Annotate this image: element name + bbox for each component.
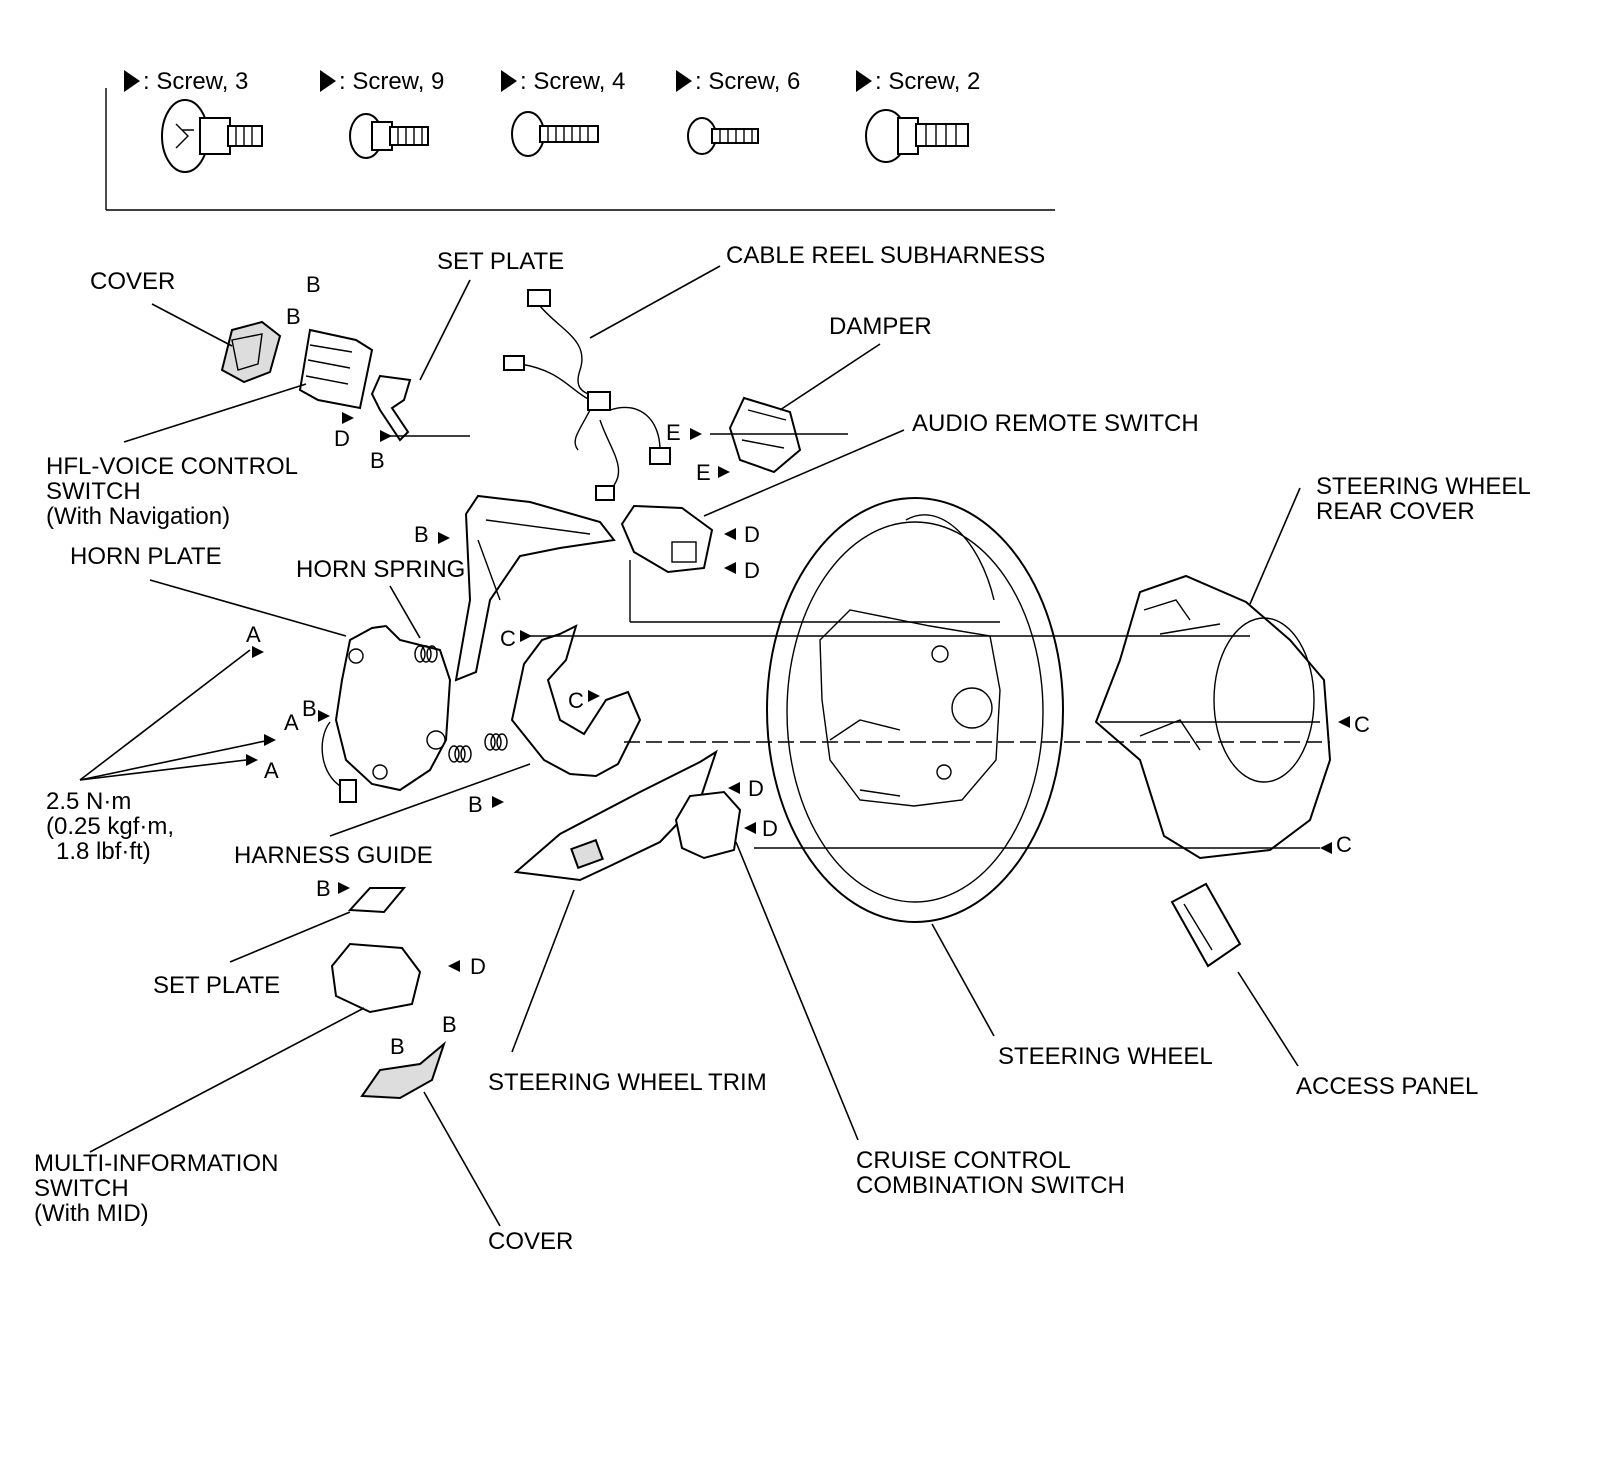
- callout-b: B: [286, 304, 301, 329]
- cover-bottom-part: [360, 1040, 447, 1100]
- label-multi-information-switch: MULTI-INFORMATION: [34, 1150, 278, 1177]
- callout-c: C: [1354, 712, 1370, 737]
- label-steering-wheel-rear-cover: STEERING WHEEL: [1316, 473, 1531, 500]
- label-multi-information-switch: SWITCH: [34, 1175, 129, 1202]
- label-cruise-control-combination-switch: CRUISE CONTROL: [856, 1147, 1071, 1174]
- screw-type-2-marker: [320, 70, 336, 92]
- hfl-voice-control-switch-part: [298, 328, 374, 410]
- callout-c: C: [568, 688, 584, 713]
- label-cable-reel-subharness: CABLE REEL SUBHARNESS: [726, 242, 1045, 269]
- label-audio-remote-switch: AUDIO REMOTE SWITCH: [912, 410, 1199, 437]
- callout-a: A: [284, 710, 299, 735]
- steering-wheel-trim-part: [513, 749, 718, 882]
- label-hfl-voice-control-switch: SWITCH: [46, 478, 141, 505]
- callout-d: D: [744, 522, 760, 547]
- screw-1-drawing: [161, 99, 263, 173]
- horn-spring-part: [414, 645, 508, 763]
- label-horn-spring: HORN SPRING: [296, 556, 465, 583]
- screw-legend: : Screw, 3 : Screw, 9 : Screw, 4 : Screw…: [105, 68, 1055, 211]
- label-torque-spec: (0.25 kgf·m,: [46, 813, 174, 840]
- callout-d: D: [470, 954, 486, 979]
- callout-e: E: [666, 420, 681, 445]
- leader-lines: [79, 265, 1330, 1227]
- label-set-plate-bottom: SET PLATE: [153, 972, 280, 999]
- label-harness-guide: HARNESS GUIDE: [234, 842, 433, 869]
- label-hfl-voice-control-switch: (With Navigation): [46, 503, 230, 530]
- screw-type-5-marker: [856, 70, 872, 92]
- label-hfl-voice-control-switch: HFL-VOICE CONTROL: [46, 453, 298, 480]
- callout-b: B: [442, 1012, 457, 1037]
- screw-type-4-marker: [676, 70, 692, 92]
- screw-type-3-marker: [501, 70, 517, 92]
- label-steering-wheel: STEERING WHEEL: [998, 1043, 1213, 1070]
- steering-wheel-rear-cover-part: [1094, 574, 1332, 860]
- callout-b: B: [302, 696, 317, 721]
- callout-a: A: [246, 622, 261, 647]
- label-access-panel: ACCESS PANEL: [1296, 1073, 1478, 1100]
- screw-legend-2: : Screw, 9: [339, 68, 444, 95]
- callout-d: D: [748, 776, 764, 801]
- callout-d: D: [744, 558, 760, 583]
- label-cruise-control-combination-switch: COMBINATION SWITCH: [856, 1172, 1125, 1199]
- cover-top-part: [220, 320, 282, 384]
- upper-trim-bracket-part: [454, 494, 616, 682]
- label-torque-spec: 2.5 N·m: [46, 788, 131, 815]
- callout-b: B: [370, 448, 385, 473]
- callout-a: A: [264, 758, 279, 783]
- label-multi-information-switch: (With MID): [34, 1200, 149, 1227]
- callout-c: C: [1336, 832, 1352, 857]
- screw-legend-5: : Screw, 2: [875, 68, 980, 95]
- callout-b: B: [390, 1034, 405, 1059]
- callout-b: B: [468, 792, 483, 817]
- horn-plate-part: [321, 624, 452, 803]
- screw-legend-3: : Screw, 4: [520, 68, 625, 95]
- access-panel-part: [1170, 882, 1242, 968]
- label-cover-top: COVER: [90, 268, 175, 295]
- screw-4-drawing: [687, 117, 759, 155]
- screw-legend-4: : Screw, 6: [695, 68, 800, 95]
- callout-c: C: [500, 626, 516, 651]
- label-steering-wheel-trim: STEERING WHEEL TRIM: [488, 1069, 767, 1096]
- label-horn-plate: HORN PLATE: [70, 543, 222, 570]
- callout-b: B: [414, 522, 429, 547]
- callout-d: D: [334, 426, 350, 451]
- label-cover-bottom: COVER: [488, 1228, 573, 1255]
- steering-wheel-part: [766, 497, 1064, 923]
- multi-information-switch-part: [330, 942, 422, 1014]
- screw-2-drawing: [349, 113, 429, 159]
- callout-b: B: [316, 876, 331, 901]
- label-damper: DAMPER: [829, 313, 932, 340]
- cable-reel-subharness-part: [503, 289, 671, 501]
- label-steering-wheel-rear-cover: REAR COVER: [1316, 498, 1475, 525]
- cruise-control-switch-part: [674, 790, 742, 860]
- part-labels: COVER SET PLATE CABLE REEL SUBHARNESS DA…: [34, 242, 1531, 1255]
- callout-markers: B B D B E E B D D A C C B A A C B D D C …: [246, 272, 1370, 1059]
- set-plate-bottom-part: [347, 887, 407, 914]
- callout-d: D: [762, 816, 778, 841]
- set-plate-top-part: [370, 374, 412, 442]
- label-torque-spec: 1.8 lbf·ft): [56, 838, 151, 865]
- callout-b: B: [306, 272, 321, 297]
- screw-3-drawing: [511, 111, 599, 157]
- callout-e: E: [696, 460, 711, 485]
- label-set-plate-top: SET PLATE: [437, 248, 564, 275]
- damper-part: [728, 396, 802, 474]
- audio-remote-switch-part: [620, 504, 714, 574]
- screw-5-drawing: [865, 109, 969, 163]
- screw-legend-1: : Screw, 3: [143, 68, 248, 95]
- screw-type-1-marker: [124, 70, 140, 92]
